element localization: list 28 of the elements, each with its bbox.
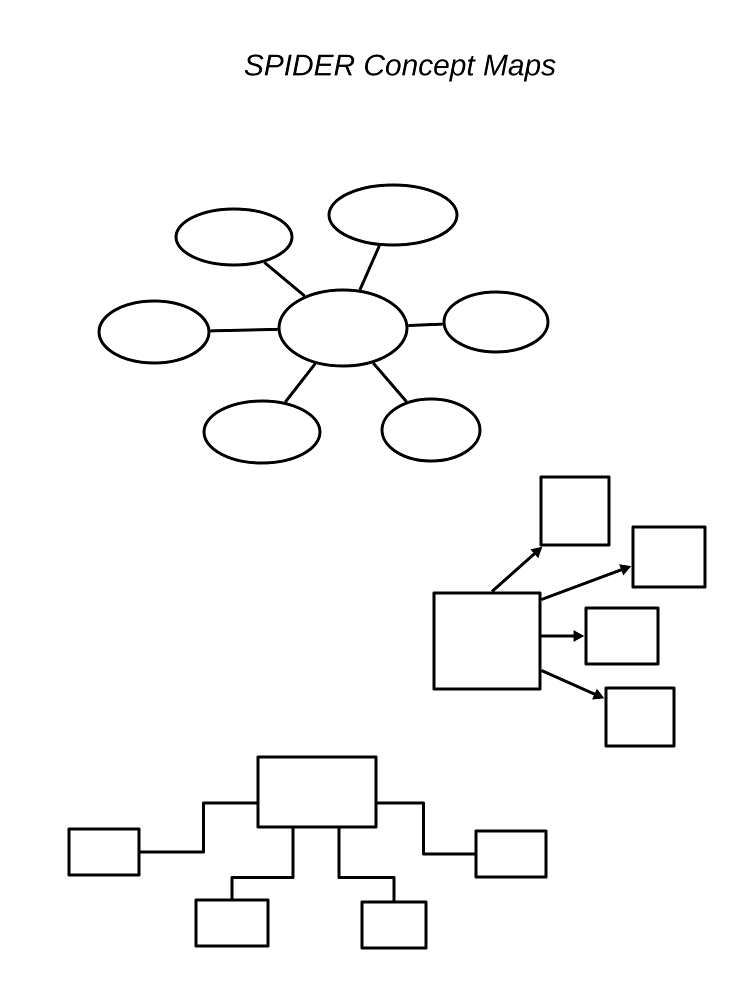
concept-ellipse: [98, 300, 210, 364]
connector-line: [408, 322, 443, 327]
concept-ellipse: [380, 398, 482, 462]
connector-line: [210, 328, 278, 332]
connector-line: [378, 802, 474, 856]
connector-line: [284, 362, 316, 404]
connector-line: [358, 245, 381, 290]
concept-box: [632, 526, 706, 588]
concept-ellipse: [278, 288, 408, 368]
concept-box: [584, 606, 660, 666]
concept-ellipse: [442, 290, 550, 354]
connector-line: [263, 261, 306, 298]
concept-ellipse: [328, 184, 458, 246]
concept-box: [68, 828, 140, 876]
connector-line: [338, 828, 396, 900]
concept-box: [194, 898, 270, 948]
connector-line: [140, 802, 256, 854]
concept-box: [360, 900, 428, 950]
concept-box: [540, 476, 610, 546]
concept-box: [604, 686, 676, 748]
connector-line: [230, 828, 294, 898]
concept-box: [474, 830, 548, 878]
connector-line: [372, 362, 408, 403]
title: SPIDER Concept Maps: [244, 54, 556, 82]
concept-box: [256, 756, 378, 828]
concept-ellipse: [174, 208, 294, 266]
concept-ellipse: [202, 400, 322, 464]
concept-box: [432, 592, 542, 690]
